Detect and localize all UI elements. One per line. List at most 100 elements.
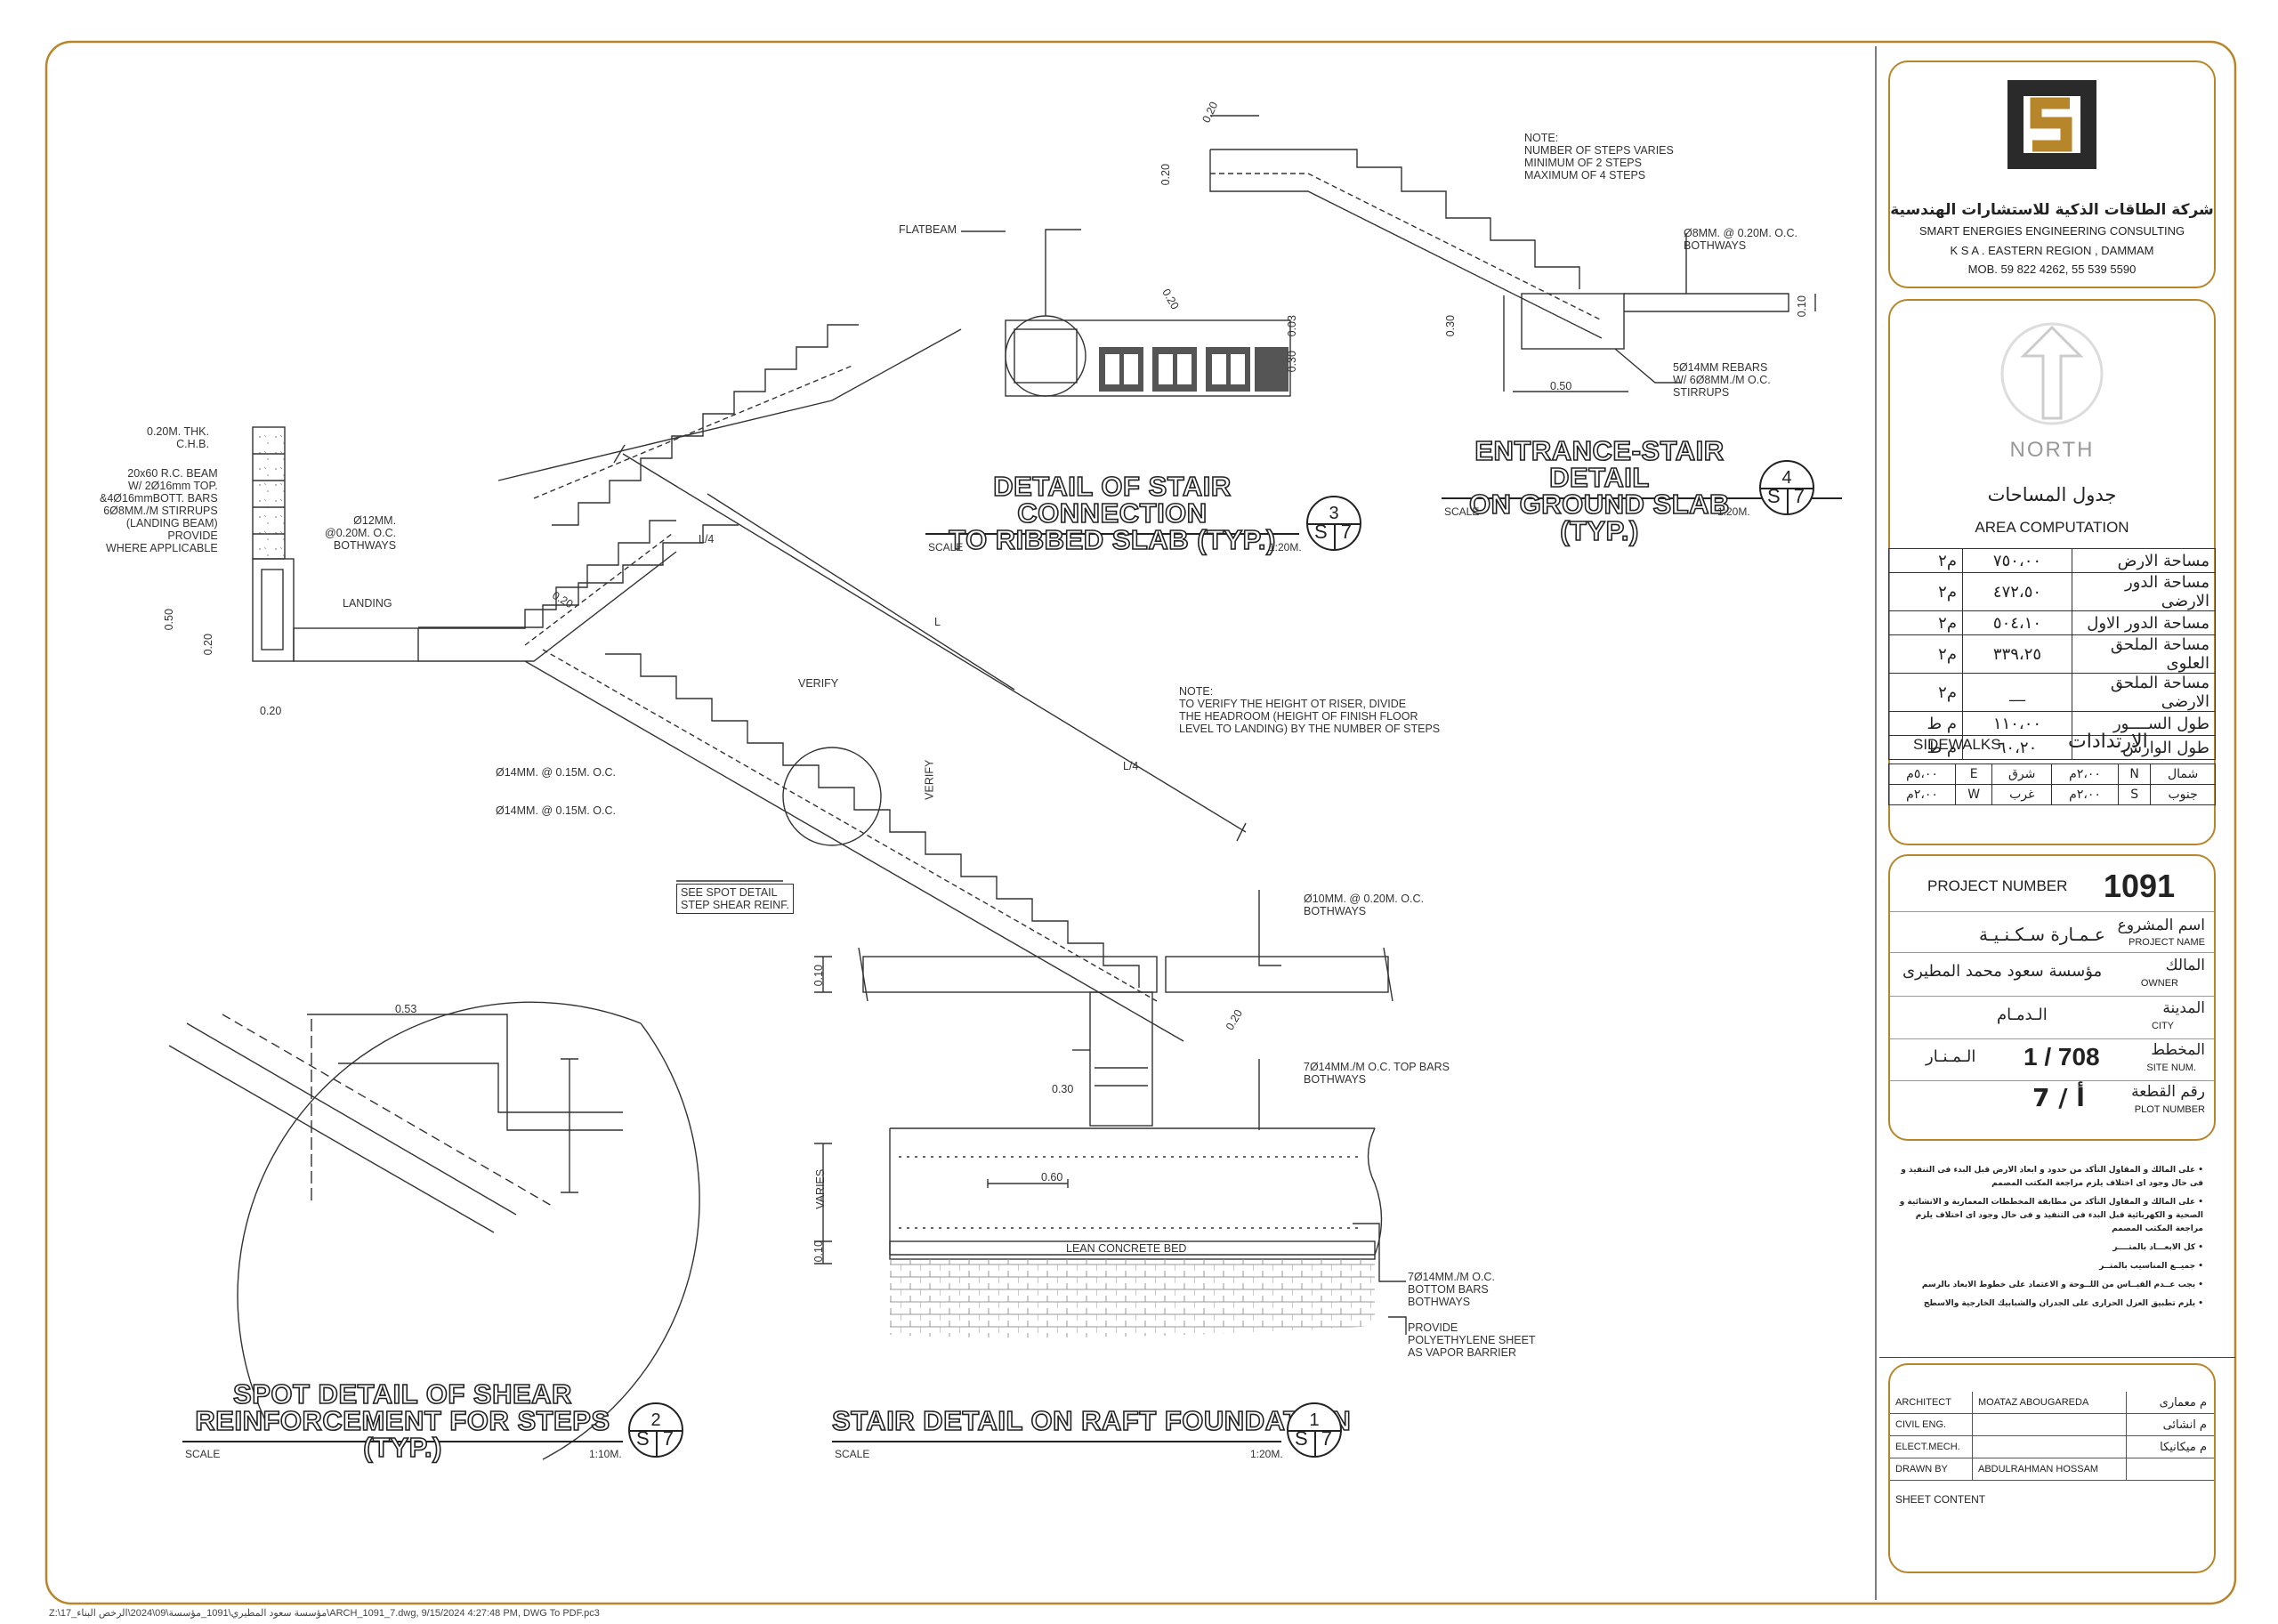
annotation-l4-a: L/4 bbox=[699, 533, 715, 545]
sheet-content-label: SHEET CONTENT bbox=[1895, 1493, 1986, 1506]
dim-0-30-column: 0.30 bbox=[1052, 1083, 1074, 1095]
sheet-frame bbox=[44, 40, 2237, 1605]
company-mobile: MOB. 59 822 4262, 55 539 5590 bbox=[1967, 263, 2137, 276]
north-label: NORTH bbox=[2009, 438, 2095, 462]
area-title-arabic: جدول المساحات bbox=[1987, 484, 2117, 505]
project-name-label-arabic: اسم المشروع bbox=[2117, 917, 2205, 934]
project-number-value: 1091 bbox=[2104, 868, 2176, 904]
staff-role-arabic: م ميكانيكا bbox=[2160, 1440, 2207, 1454]
sidewalk-b-val: ٥،٠٠م bbox=[1887, 764, 1957, 785]
annotation-o8: Ø8MM. @ 0.20M. O.C. BOTHWAYS bbox=[1684, 227, 1797, 252]
scale-value-1: 1:20M. bbox=[1250, 1448, 1283, 1460]
area-label: مساحة الارض bbox=[2072, 548, 2216, 573]
area-unit: م٢ bbox=[1888, 610, 1963, 635]
site-number-value: 1 / 708 bbox=[2024, 1043, 2100, 1071]
project-box: PROJECT NUMBER 1091 اسم المشروع PROJECT … bbox=[1888, 854, 2216, 1141]
annotation-varies: VARIES bbox=[814, 1168, 828, 1209]
note-item: • يجب عــدم القيــاس من اللــوحة و الاعت… bbox=[1921, 1281, 2203, 1289]
area-value: ٧٥٠،٠٠ bbox=[1962, 548, 2072, 573]
area-title-english: AREA COMPUTATION bbox=[1975, 519, 2129, 536]
file-path: Z:\17_مؤسسة سعود المطيري\1091_مؤسسة\09\2… bbox=[49, 1608, 600, 1619]
staff-name: ABDULRAHMAN HOSSAM bbox=[1973, 1458, 2127, 1480]
staff-role: CIVIL ENG. bbox=[1890, 1414, 1973, 1435]
general-notes: • على المالك و المقاول التأكد من حدود و … bbox=[1888, 1157, 2212, 1357]
note-item: • جميــع المناسيب بالمتــر bbox=[2099, 1262, 2203, 1271]
area-unit: م٢ bbox=[1888, 673, 1963, 712]
annotation-landing: LANDING bbox=[343, 597, 392, 610]
dim-0-53: 0.53 bbox=[395, 1003, 417, 1015]
dim-0-10-entrance: 0.10 bbox=[1795, 295, 1808, 318]
dim-0-30-entrance: 0.30 bbox=[1443, 315, 1457, 337]
project-number-label: PROJECT NUMBER bbox=[1927, 877, 2068, 894]
detail-title-1: STAIR DETAIL ON RAFT FOUNDATION bbox=[831, 1405, 1352, 1436]
sidewalks-label-arabic: الارتدادات bbox=[2068, 731, 2148, 753]
area-label: مساحة الدور الارضى bbox=[2072, 572, 2216, 611]
sidewalk-b-ar: غرب bbox=[1991, 784, 2053, 805]
staff-row: ELECT.MECH.م ميكانيكا bbox=[1890, 1436, 2214, 1458]
staff-role-arabic: م معمارى bbox=[2159, 1395, 2207, 1410]
sidewalk-b-en: E bbox=[1955, 764, 1993, 785]
area-value: __ bbox=[1962, 673, 2072, 712]
annotation-landing-beam: 20x60 R.C. BEAM W/ 2Ø16mm TOP. &4Ø16mmBO… bbox=[100, 467, 218, 554]
company-box: شركة الطاقات الذكية للاستشارات الهندسية … bbox=[1888, 61, 2216, 288]
staff-name bbox=[1973, 1414, 2127, 1435]
area-value: ٣٣٩،٢٥ bbox=[1962, 634, 2072, 674]
area-value: ١١٠،٠٠ bbox=[1962, 711, 2072, 736]
note-item: • يلزم تطبيق العزل الحرارى على الجدران و… bbox=[1923, 1299, 2203, 1308]
annotation-verify: VERIFY bbox=[798, 677, 839, 690]
company-logo-icon bbox=[2007, 80, 2096, 169]
staff-role: DRAWN BY bbox=[1890, 1458, 1973, 1480]
area-label: طول الســــور bbox=[2072, 711, 2216, 736]
scale-value-4: 1:20M. bbox=[1717, 505, 1750, 518]
company-name-arabic: شركة الطاقات الذكية للاستشارات الهندسية bbox=[1890, 201, 2214, 219]
dim-0-50-entrance: 0.50 bbox=[1550, 380, 1572, 392]
annotation-o14-b: Ø14MM. @ 0.15M. O.C. bbox=[496, 804, 616, 817]
owner-label-arabic: المالك bbox=[2165, 957, 2205, 974]
city-value: الـدمـام bbox=[1997, 1006, 2048, 1024]
dim-0-20-entrance: 0.20 bbox=[1159, 164, 1172, 186]
owner-label-english: OWNER bbox=[2140, 978, 2178, 989]
area-unit: م٢ bbox=[1888, 634, 1963, 674]
sidewalk-a-ar: جنوب bbox=[2150, 784, 2216, 805]
staff-role: ARCHITECT bbox=[1890, 1392, 1973, 1413]
north-arrow-icon bbox=[2000, 322, 2104, 425]
dim-0-03: 0.03 bbox=[1285, 315, 1298, 337]
dim-0-50: 0.50 bbox=[162, 609, 175, 631]
annotation-rebars: 5Ø14MM REBARS W/ 6Ø8MM./M O.C. STIRRUPS bbox=[1673, 361, 1771, 399]
project-name-label-english: PROJECT NAME bbox=[2129, 937, 2205, 948]
dim-0-20-landing: 0.20 bbox=[201, 634, 214, 656]
company-region: K S A . EASTERN REGION , DAMMAM bbox=[1950, 244, 2154, 257]
annotation-spot-detail: SEE SPOT DETAIL STEP SHEAR REINF. bbox=[676, 884, 795, 914]
area-unit: م ط bbox=[1888, 735, 1963, 760]
dim-0-20-wall: 0.20 bbox=[260, 705, 282, 717]
annotation-note-verify: NOTE: TO VERIFY THE HEIGHT OT RISER, DIV… bbox=[1179, 685, 1441, 735]
area-label: مساحة الملحق العلوى bbox=[2072, 634, 2216, 674]
note-item: • على المالك و المقاول التأكد من حدود و … bbox=[1901, 1166, 2203, 1188]
dim-0-30: 0.30 bbox=[1285, 351, 1298, 373]
scale-label-4: SCALE bbox=[1444, 505, 1480, 518]
area-value: ٥٠٤،١٠ bbox=[1962, 610, 2072, 635]
annotation-o10: Ø10MM. @ 0.20M. O.C. BOTHWAYS bbox=[1304, 893, 1424, 917]
area-unit: م٢ bbox=[1888, 572, 1963, 611]
area-label: طول الوارش bbox=[2072, 735, 2216, 760]
annotation-polyethylene: PROVIDE POLYETHYLENE SHEET AS VAPOR BARR… bbox=[1408, 1321, 1536, 1359]
staff-row: CIVIL ENG.م انشائى bbox=[1890, 1414, 2214, 1436]
area-label: مساحة الدور الاول bbox=[2072, 610, 2216, 635]
site-label-arabic: المخطط bbox=[2151, 1041, 2205, 1059]
scale-label-1: SCALE bbox=[835, 1448, 870, 1460]
